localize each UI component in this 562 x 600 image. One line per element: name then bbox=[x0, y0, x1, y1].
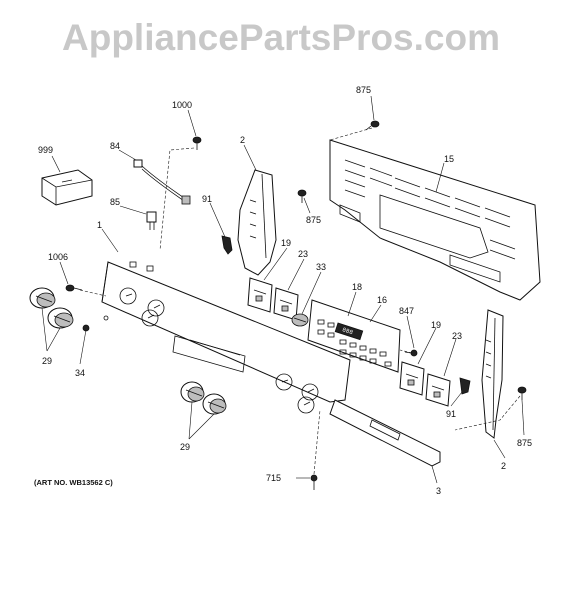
callout-labels: 1000 875 999 84 2 15 85 91 875 1 1006 19… bbox=[38, 85, 532, 496]
leader-lines bbox=[41, 95, 525, 484]
wire-harness-999[interactable] bbox=[41, 169, 93, 206]
callout-875-mid: 875 bbox=[306, 215, 321, 225]
callout-847: 847 bbox=[399, 306, 414, 316]
switch-33[interactable] bbox=[291, 313, 309, 327]
infinite-switch-left-19[interactable] bbox=[247, 277, 273, 313]
callout-23-left: 23 bbox=[298, 249, 308, 259]
callout-23-right: 23 bbox=[452, 331, 462, 341]
knob-29-left-b[interactable] bbox=[47, 307, 74, 329]
knob-29-bottom-a[interactable] bbox=[180, 381, 205, 403]
knob-29-left-a[interactable] bbox=[29, 287, 56, 309]
callout-1: 1 bbox=[97, 220, 102, 230]
assembly-guide-lines bbox=[79, 127, 521, 475]
callout-715: 715 bbox=[266, 473, 281, 483]
callout-3: 3 bbox=[436, 486, 441, 496]
callout-33: 33 bbox=[316, 262, 326, 272]
callout-91-left: 91 bbox=[202, 194, 212, 204]
clip-91-left[interactable] bbox=[221, 235, 233, 255]
clock-control-board-16[interactable]: 888 bbox=[307, 299, 401, 373]
infinite-switch-right-19[interactable] bbox=[399, 361, 425, 396]
clock-display: 888 bbox=[341, 326, 354, 336]
art-number: (ART NO. WB13562 C) bbox=[34, 478, 113, 487]
lower-trim-3[interactable] bbox=[329, 399, 441, 467]
site-watermark: AppliancePartsPros.com bbox=[62, 17, 500, 58]
infinite-switch-right-23[interactable] bbox=[425, 373, 451, 407]
knob-29-bottom-b[interactable] bbox=[202, 393, 227, 415]
callout-18: 18 bbox=[352, 282, 362, 292]
wire-harness-84[interactable] bbox=[133, 159, 191, 205]
callout-29-left: 29 bbox=[42, 356, 52, 366]
connector-85[interactable] bbox=[146, 211, 157, 230]
infinite-switch-left-23[interactable] bbox=[273, 287, 299, 321]
callout-875-right: 875 bbox=[517, 438, 532, 448]
screw-875-mid[interactable] bbox=[297, 189, 307, 203]
side-bracket-right-2[interactable] bbox=[481, 309, 504, 439]
screw-1006[interactable] bbox=[65, 284, 83, 292]
callout-16: 16 bbox=[377, 295, 387, 305]
callout-91-right: 91 bbox=[446, 409, 456, 419]
callout-19-left: 19 bbox=[281, 238, 291, 248]
side-bracket-left-2[interactable] bbox=[237, 169, 277, 276]
callout-999: 999 bbox=[38, 145, 53, 155]
callout-2-top: 2 bbox=[240, 135, 245, 145]
screw-1000[interactable] bbox=[192, 136, 202, 150]
callout-29-bottom: 29 bbox=[180, 442, 190, 452]
callout-34: 34 bbox=[75, 368, 85, 378]
rear-panel-15[interactable] bbox=[329, 139, 541, 301]
callout-2-bottom: 2 bbox=[501, 461, 506, 471]
clip-91-right[interactable] bbox=[459, 377, 471, 395]
callout-85: 85 bbox=[110, 197, 120, 207]
callout-19-right: 19 bbox=[431, 320, 441, 330]
callout-84: 84 bbox=[110, 141, 120, 151]
callout-1000: 1000 bbox=[172, 100, 192, 110]
screw-875-top[interactable] bbox=[365, 120, 380, 131]
screw-715[interactable] bbox=[310, 474, 318, 490]
callout-1006: 1006 bbox=[48, 252, 68, 262]
callout-875-top: 875 bbox=[356, 85, 371, 95]
control-panel-1[interactable] bbox=[101, 261, 351, 414]
screw-875-right[interactable] bbox=[517, 386, 527, 400]
callout-15: 15 bbox=[444, 154, 454, 164]
